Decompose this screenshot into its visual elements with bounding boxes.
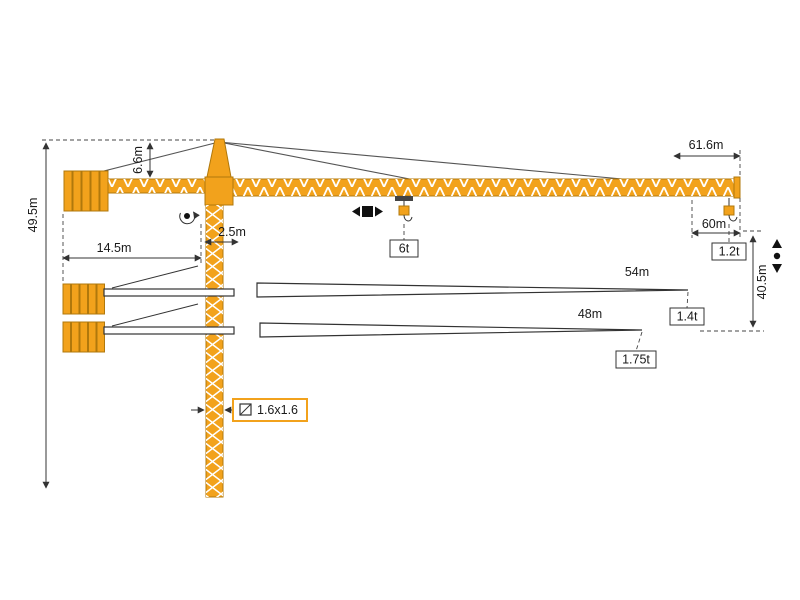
counterweight-top xyxy=(63,170,109,212)
counterweight-slab xyxy=(71,283,80,315)
counterweight-slab xyxy=(79,283,88,315)
counterweight-slab xyxy=(81,170,91,212)
jib-profile-54m xyxy=(256,282,689,298)
trolley-travel-icon xyxy=(352,206,383,217)
counterweight-slab xyxy=(88,283,97,315)
jib-tip xyxy=(733,176,741,199)
jib-profile-48m xyxy=(259,322,643,338)
counterweight-assembly-lower xyxy=(62,303,235,353)
dim-jib-max-label: 61.6m xyxy=(689,138,724,152)
counterweight-slab xyxy=(90,170,100,212)
load-tip-60-label: 1.2t xyxy=(719,245,740,259)
slewing-rotation-icon xyxy=(179,211,200,225)
dim-counter-radius-label: 14.5m xyxy=(97,241,132,255)
dim-jib-54-label: 54m xyxy=(625,265,649,279)
counterweight-slab xyxy=(99,170,109,212)
dim-under-hook-label: 40.5m xyxy=(755,265,769,300)
slewing-unit-cab xyxy=(204,176,234,206)
mast-section-callout: 1.6x1.6 xyxy=(191,398,308,422)
load-tip-48-label: 1.75t xyxy=(622,353,650,367)
pennant-line-jib-1 xyxy=(218,141,426,183)
tie-bar xyxy=(111,265,199,289)
counterweight-slab xyxy=(63,170,73,212)
counterweight-slab xyxy=(79,321,88,353)
main-jib xyxy=(230,176,741,199)
dim-tower-offset-label: 2.5m xyxy=(218,225,246,239)
section-icon xyxy=(239,403,252,416)
counterweight-slab xyxy=(71,321,80,353)
mast-section-label: 1.6x1.6 xyxy=(257,403,298,417)
counterweight-slab xyxy=(62,283,71,315)
counterweight-slab xyxy=(72,170,82,212)
pennant-line-jib-2 xyxy=(218,141,656,183)
load-box-1-2t xyxy=(711,242,747,261)
hoist-direction-icon xyxy=(772,239,782,273)
load-box-6t xyxy=(389,239,419,258)
load-line-1-4t xyxy=(686,291,689,309)
counterjib-rail xyxy=(103,326,235,335)
dim-jib-48-label: 48m xyxy=(578,307,602,321)
section-icon-diagonal xyxy=(239,403,252,416)
load-max-label: 6t xyxy=(399,242,410,256)
counterjib-rail xyxy=(103,288,235,297)
load-box-1-75t xyxy=(615,350,657,369)
mast xyxy=(205,204,224,498)
counterweight-assembly-upper xyxy=(62,265,235,315)
tie-bar xyxy=(111,303,199,327)
counterweight-slab xyxy=(96,321,105,353)
load-tip-54-label: 1.4t xyxy=(677,310,698,324)
dim-jib-60-label: 60m xyxy=(702,217,726,231)
counterweight-slab xyxy=(96,283,105,315)
dim-total-height-label: 49.5m xyxy=(26,198,40,233)
dim-tower-top-label: 6.6m xyxy=(131,146,145,174)
hook-tip xyxy=(723,198,738,222)
hook-mid xyxy=(395,196,413,222)
counterweight-slab xyxy=(88,321,97,353)
load-box-1-4t xyxy=(669,307,705,326)
tower-apex xyxy=(206,138,232,178)
counterweight-slab xyxy=(62,321,71,353)
load-line-1-75t xyxy=(635,331,643,352)
